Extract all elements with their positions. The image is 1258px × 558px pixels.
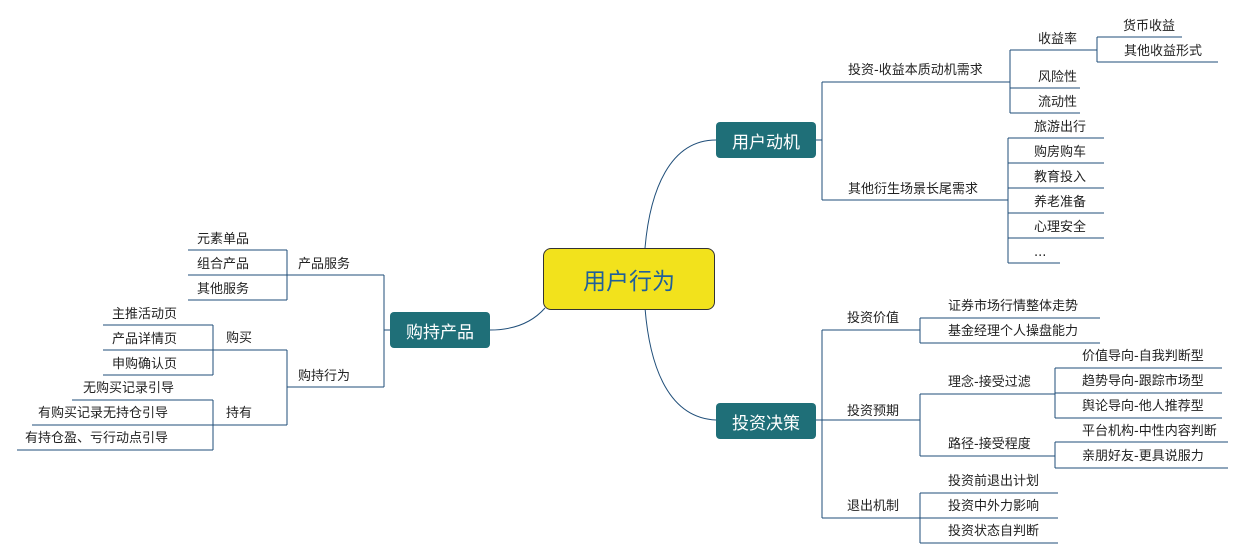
branch-hold-product[interactable]: 购持产品 [390,312,490,348]
root-topic[interactable]: 用户行为 [543,248,715,310]
node-service-item[interactable]: 其他服务 [197,282,250,297]
node-service-item[interactable]: 组合产品 [197,257,250,272]
node-exit[interactable]: 退出机制 [847,499,900,514]
node-path-item[interactable]: 平台机构-中性内容判断 [1082,424,1217,439]
node-own-item[interactable]: 有购买记录无持仓引导 [38,406,169,421]
node-scene[interactable]: 心理安全 [1034,220,1087,235]
node-value-item[interactable]: 基金经理个人操盘能力 [948,324,1079,339]
node-exit-item[interactable]: 投资中外力影响 [948,499,1040,514]
node-concept[interactable]: 理念-接受过滤 [948,375,1031,390]
node-path[interactable]: 路径-接受程度 [948,437,1031,452]
node-buy[interactable]: 购买 [226,331,253,346]
node-product-service[interactable]: 产品服务 [298,257,351,272]
node-concept-item[interactable]: 价值导向-自我判断型 [1082,349,1204,364]
node-liquidity[interactable]: 流动性 [1038,95,1078,110]
node-risk[interactable]: 风险性 [1038,70,1078,85]
node-service-item[interactable]: 元素单品 [197,232,250,247]
node-exit-item[interactable]: 投资前退出计划 [948,474,1040,489]
node-yield-rate[interactable]: 收益率 [1038,32,1078,47]
node-invest-need[interactable]: 投资-收益本质动机需求 [848,63,983,78]
node-concept-item[interactable]: 趋势导向-跟踪市场型 [1082,374,1204,389]
node-scene[interactable]: 教育投入 [1034,170,1087,185]
node-value-item[interactable]: 证券市场行情整体走势 [948,299,1079,314]
node-buy-item[interactable]: 产品详情页 [112,332,178,347]
node-derived-need[interactable]: 其他衍生场景长尾需求 [848,182,979,197]
node-own[interactable]: 持有 [226,406,253,421]
node-exit-item[interactable]: 投资状态自判断 [948,524,1040,539]
node-invest-value[interactable]: 投资价值 [847,311,900,326]
node-own-item[interactable]: 有持仓盈、亏行动点引导 [25,431,169,446]
node-scene[interactable]: 养老准备 [1034,195,1087,210]
node-path-item[interactable]: 亲朋好友-更具说服力 [1082,449,1204,464]
node-scene[interactable]: 购房购车 [1034,145,1087,160]
node-other-yield[interactable]: 其他收益形式 [1124,44,1203,59]
node-invest-expect[interactable]: 投资预期 [847,404,900,419]
node-scene[interactable]: 旅游出行 [1034,120,1087,135]
node-own-item[interactable]: 无购买记录引导 [83,381,175,396]
node-buy-item[interactable]: 申购确认页 [112,357,178,372]
node-scene[interactable]: ... [1034,245,1047,260]
node-hold-behavior[interactable]: 购持行为 [298,369,351,384]
node-buy-item[interactable]: 主推活动页 [112,307,178,322]
node-currency-yield[interactable]: 货币收益 [1123,19,1176,34]
branch-user-motive[interactable]: 用户动机 [716,122,816,158]
branch-invest-decision[interactable]: 投资决策 [716,403,816,439]
node-concept-item[interactable]: 舆论导向-他人推荐型 [1082,399,1204,414]
